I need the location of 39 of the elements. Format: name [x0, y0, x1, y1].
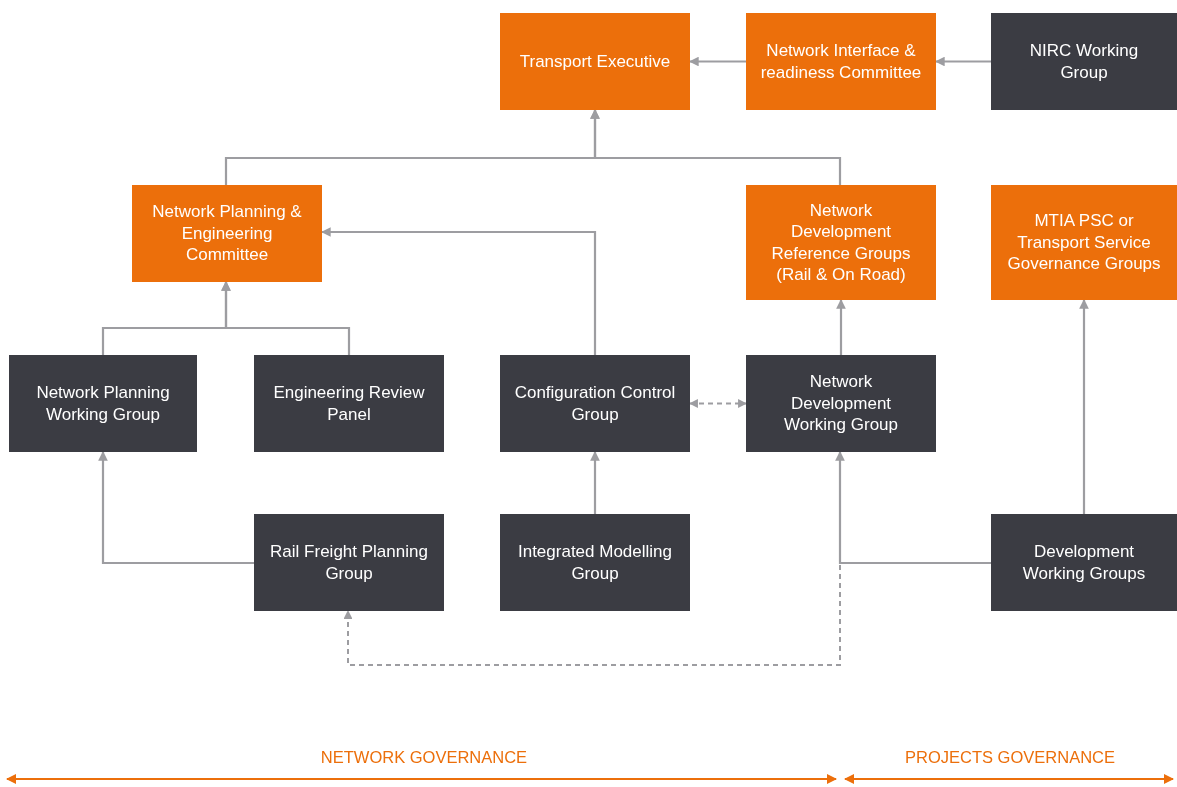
box-label: Configuration Control Group	[514, 382, 676, 425]
arrow	[836, 299, 846, 355]
working-group-box	[9, 355, 197, 452]
box-label: Network Development Reference Groups (Rail & On Road)	[770, 199, 912, 286]
working-group-box	[254, 355, 444, 452]
box-label: Rail Freight Planning Group	[269, 541, 429, 584]
arrow	[835, 451, 991, 565]
committee-box	[991, 185, 1177, 300]
arrow	[935, 56, 991, 67]
box-label: NIRC Working Group	[1028, 40, 1140, 83]
box-label: Engineering Review Panel	[272, 382, 426, 425]
box-label: Development Working Groups	[1021, 541, 1147, 584]
box-label: Network Planning Working Group	[35, 382, 171, 425]
box-label: Network Interface & readiness Committee	[760, 40, 922, 83]
arrow	[689, 56, 746, 67]
working-group-box	[254, 514, 444, 611]
committee-box	[132, 185, 322, 282]
governance-label: PROJECTS GOVERNANCE	[905, 748, 1115, 767]
working-group-box	[991, 13, 1177, 110]
arrow	[98, 451, 254, 565]
governance-label: NETWORK GOVERNANCE	[320, 748, 528, 767]
committee-box	[746, 13, 936, 110]
arrow	[1079, 299, 1089, 514]
box-label: MTIA PSC or Transport Service Governance Groups	[1006, 210, 1162, 275]
box-label: Network Development Working Group	[783, 371, 899, 436]
working-group-box	[991, 514, 1177, 611]
box-label: Integrated Modelling Group	[516, 541, 673, 584]
arrow	[590, 451, 600, 514]
dashed-arrow	[689, 399, 747, 408]
arrow	[321, 227, 597, 355]
box-label: Network Planning & Engineering Committee	[151, 201, 303, 266]
committee-box	[746, 185, 936, 300]
working-group-box	[500, 355, 690, 452]
arrow	[221, 281, 351, 355]
working-group-box	[500, 514, 690, 611]
box-label: Transport Executive	[519, 50, 671, 73]
working-group-box	[746, 355, 936, 452]
committee-box	[500, 13, 690, 110]
arrow	[590, 109, 842, 185]
